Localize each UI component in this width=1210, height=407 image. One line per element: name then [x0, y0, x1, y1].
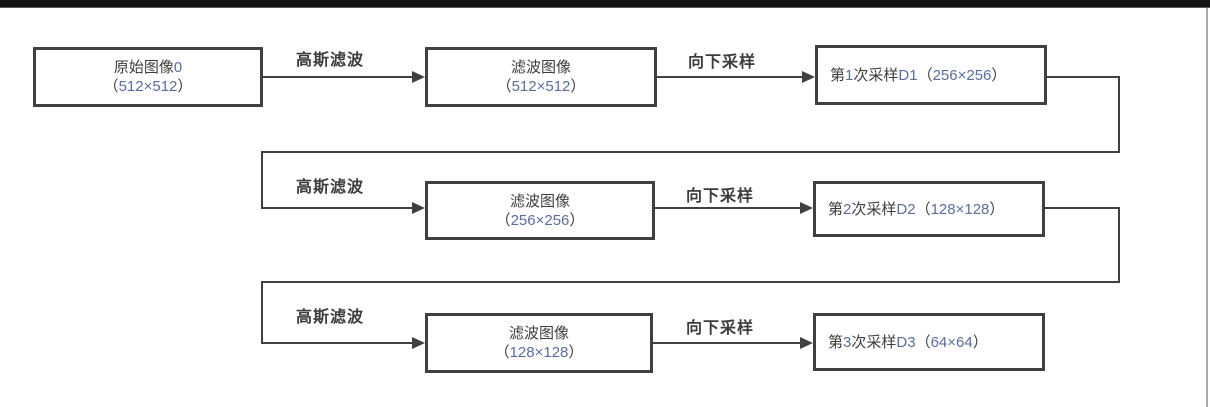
- node-label: 原始图像0: [113, 59, 183, 76]
- arrowhead-icon: [802, 71, 815, 83]
- edge-label-downsample-1: 向下采样: [688, 54, 757, 71]
- node-original-image: 原始图像0 （512×512）: [33, 47, 263, 107]
- feedback-line: [1045, 207, 1120, 209]
- arrowhead-icon: [412, 71, 425, 83]
- node-label: 滤波图像: [509, 192, 570, 210]
- edge-label-gaussian-filter-1: 高斯滤波: [296, 52, 365, 69]
- node-filtered-image-1: 滤波图像 （512×512）: [425, 47, 657, 107]
- node-filtered-image-3: 滤波图像 （128×128）: [425, 313, 653, 373]
- node-filtered-image-2: 滤波图像 （256×256）: [425, 181, 655, 240]
- arrowhead-icon: [412, 337, 425, 349]
- edge-label-downsample-3: 向下采样: [686, 320, 755, 337]
- page-right-rule: [1206, 8, 1208, 407]
- node-label: 第1次采样D1（256×256）: [830, 66, 1007, 84]
- node-size: （256×256）: [495, 211, 585, 229]
- feedback-line: [261, 151, 263, 209]
- feedback-line: [1118, 207, 1120, 283]
- arrow-line: [261, 207, 413, 209]
- edge-label-downsample-2: 向下采样: [686, 188, 755, 205]
- arrow-line: [261, 342, 413, 344]
- node-size: （512×512）: [103, 78, 193, 95]
- node-label: 第2次采样D2（128×128）: [828, 200, 1005, 218]
- arrow-line: [657, 76, 803, 78]
- node-sample-d2: 第2次采样D2（128×128）: [813, 181, 1045, 237]
- feedback-line: [261, 151, 1120, 153]
- node-label: 第3次采样D3（64×64）: [828, 333, 988, 351]
- node-label: 滤波图像: [508, 325, 569, 342]
- window-top-edge: [0, 0, 1210, 8]
- feedback-line: [261, 281, 1120, 283]
- node-size: （512×512）: [496, 78, 586, 95]
- edge-label-gaussian-filter-3: 高斯滤波: [296, 309, 365, 326]
- arrowhead-icon: [800, 337, 813, 349]
- feedback-line: [1047, 76, 1120, 78]
- node-sample-d1: 第1次采样D1（256×256）: [815, 45, 1047, 105]
- node-sample-d3: 第3次采样D3（64×64）: [813, 313, 1045, 371]
- arrow-line: [263, 76, 413, 78]
- arrowhead-icon: [800, 202, 813, 214]
- node-size: （128×128）: [494, 344, 584, 361]
- feedback-line: [1118, 76, 1120, 153]
- node-label: 滤波图像: [510, 59, 571, 76]
- edge-label-gaussian-filter-2: 高斯滤波: [296, 179, 365, 196]
- arrow-line: [655, 207, 801, 209]
- arrowhead-icon: [412, 202, 425, 214]
- feedback-line: [261, 281, 263, 344]
- arrow-line: [653, 342, 801, 344]
